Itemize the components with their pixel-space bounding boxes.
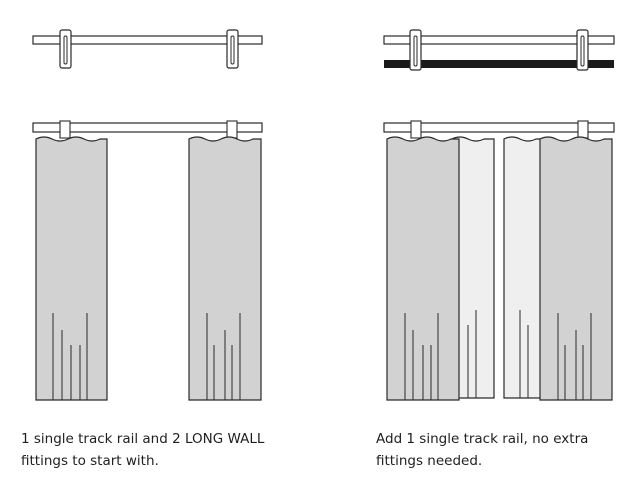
curtain-panel-icon [188,136,262,401]
curtain-panel-icon [35,136,108,401]
single-track-rail-icon [32,122,263,133]
long-wall-fitting-icon [577,120,589,139]
long-wall-fitting-icon [409,29,422,71]
curtain-panel-icon [451,136,495,399]
added-single-track-rail-icon [384,60,614,68]
left-top-rail-assembly [32,29,263,69]
single-track-rail-icon [383,35,615,45]
left-curtain-assembly [32,120,263,401]
long-wall-fitting-icon [226,29,239,69]
long-wall-fitting-icon [226,120,238,139]
long-wall-fitting-icon [59,29,72,69]
curtain-panel-icon [386,136,460,401]
single-track-rail-icon [32,35,263,45]
single-track-rail-icon [383,122,615,133]
right-curtain-assembly [383,120,615,401]
long-wall-fitting-icon [576,29,589,71]
right-top-rail-assembly [383,29,615,71]
long-wall-fitting-icon [59,120,71,139]
curtain-panel-icon [503,136,549,399]
long-wall-fitting-icon [410,120,422,139]
curtain-panel-icon [539,136,613,401]
caption-right: Add 1 single track rail, no extra fittin… [376,431,589,469]
caption-left: 1 single track rail and 2 LONG WALL fitt… [21,431,265,469]
